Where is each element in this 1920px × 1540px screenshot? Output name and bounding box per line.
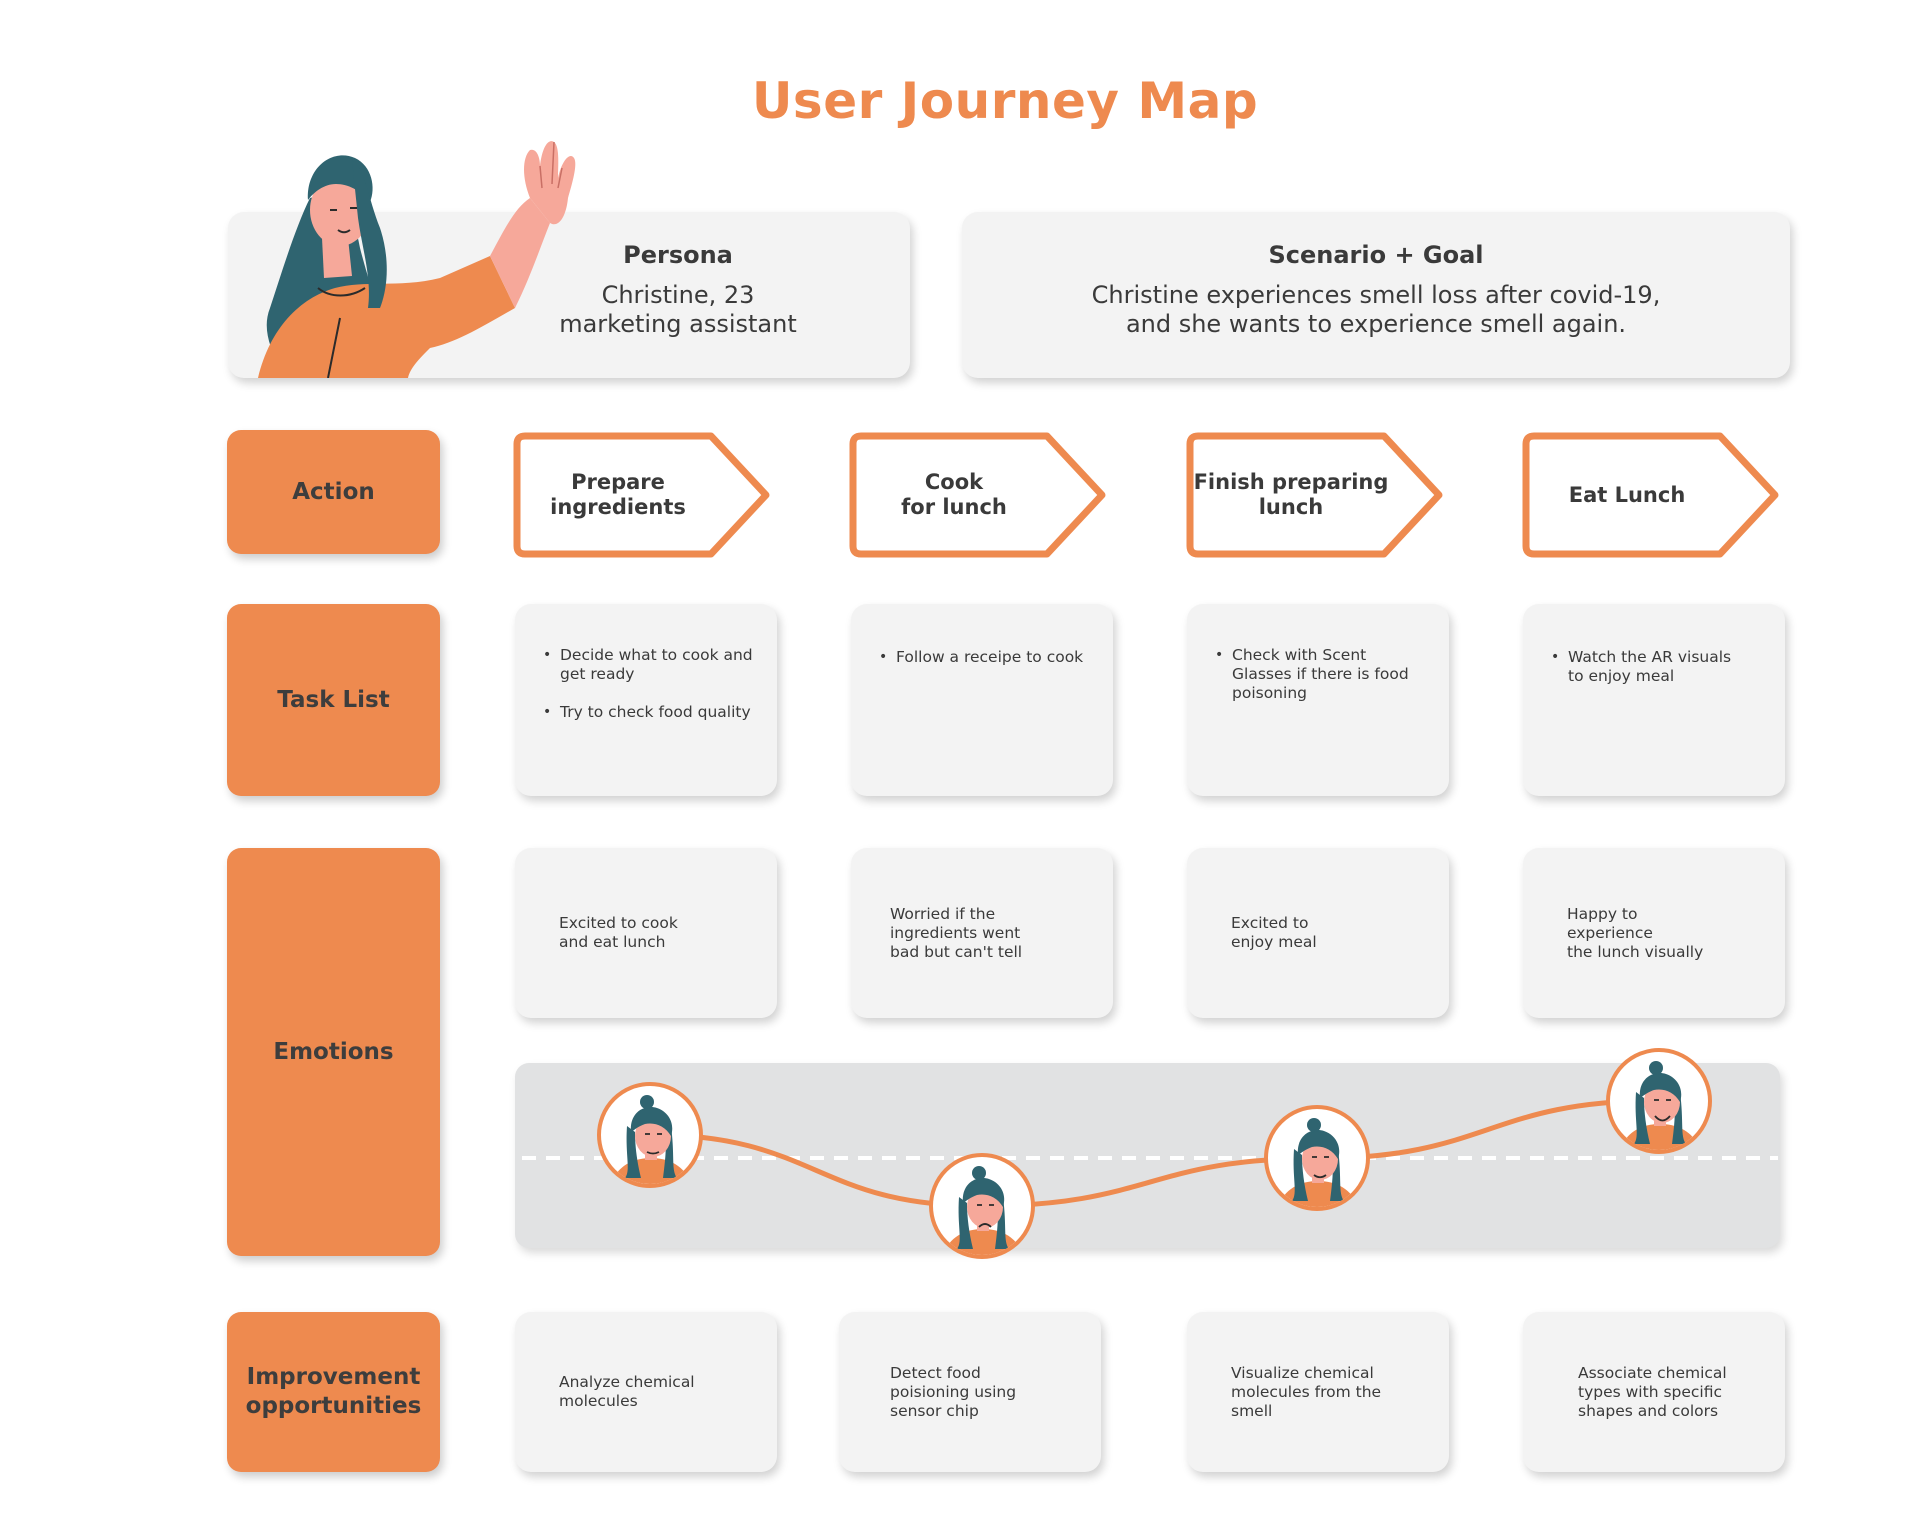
row-label-emotions: Emotions xyxy=(227,848,440,1256)
task-item: Decide what to cook and get ready xyxy=(543,646,763,684)
emotion-avatar-3 xyxy=(1264,1105,1370,1212)
persona-role: marketing assistant xyxy=(559,310,797,338)
task-item: Check with Scent Glasses if there is foo… xyxy=(1215,646,1415,703)
scenario-text-line2: and she wants to experience smell again. xyxy=(1125,310,1627,338)
emotion-text: Worried if the ingredients went bad but … xyxy=(890,904,1023,961)
action-step-label: Prepare ingredients xyxy=(550,470,686,519)
task-card-4: Watch the AR visuals to enjoy meal xyxy=(1523,604,1785,796)
emotion-text: Excited to cook and eat lunch xyxy=(559,914,678,951)
action-step-4: Eat Lunch xyxy=(1522,432,1784,558)
action-step-3: Finish preparing lunch xyxy=(1186,432,1448,558)
action-step-label: Cook for lunch xyxy=(901,470,1007,519)
row-label-improvement: Improvement opportunities xyxy=(227,1312,440,1472)
improvement-text: Associate chemical types with specific s… xyxy=(1578,1363,1727,1420)
task-item: Watch the AR visuals to enjoy meal xyxy=(1551,648,1751,686)
action-step-label: Finish preparing lunch xyxy=(1193,470,1389,519)
persona-name: Christine, 23 xyxy=(601,281,755,309)
emotion-text: Excited to enjoy meal xyxy=(1231,914,1317,951)
task-list: Decide what to cook and get ready Try to… xyxy=(543,646,763,741)
emotion-card-4: Happy to experience the lunch visually xyxy=(1523,848,1785,1018)
emotion-card-2: Worried if the ingredients went bad but … xyxy=(851,848,1113,1018)
improvement-card-4: Associate chemical types with specific s… xyxy=(1523,1312,1785,1472)
emotion-avatar-2 xyxy=(929,1153,1035,1259)
action-step-2: Cook for lunch xyxy=(849,432,1111,558)
action-step-1: Prepare ingredients xyxy=(513,432,775,558)
row-label-action: Action xyxy=(227,430,440,554)
emotion-avatar-4 xyxy=(1606,1047,1712,1154)
emotion-card-3: Excited to enjoy meal xyxy=(1187,848,1449,1018)
task-card-1: Decide what to cook and get ready Try to… xyxy=(515,604,777,796)
task-item: Try to check food quality xyxy=(543,703,763,722)
emotion-text: Happy to experience the lunch visually xyxy=(1567,904,1704,961)
row-label-task-list: Task List xyxy=(227,604,440,796)
scenario-text-line1: Christine experiences smell loss after c… xyxy=(1091,281,1661,309)
action-step-label: Eat Lunch xyxy=(1568,482,1686,507)
persona-illustration xyxy=(258,141,576,378)
scenario-card: Scenario + Goal Christine experiences sm… xyxy=(962,212,1790,378)
improvement-text: Analyze chemical molecules xyxy=(559,1373,695,1410)
scenario-title: Scenario + Goal xyxy=(1268,241,1484,269)
task-list: Watch the AR visuals to enjoy meal xyxy=(1551,648,1751,705)
emotion-card-1: Excited to cook and eat lunch xyxy=(515,848,777,1018)
task-card-2: Follow a receipe to cook xyxy=(851,604,1113,796)
improvement-card-3: Visualize chemical molecules from the sm… xyxy=(1187,1312,1449,1472)
task-list: Check with Scent Glasses if there is foo… xyxy=(1215,646,1415,722)
improvement-card-1: Analyze chemical molecules xyxy=(515,1312,777,1472)
task-card-3: Check with Scent Glasses if there is foo… xyxy=(1187,604,1449,796)
improvement-card-2: Detect food poisioning using sensor chip xyxy=(839,1312,1101,1472)
page-title: User Journey Map xyxy=(751,72,1259,130)
improvement-text: Detect food poisioning using sensor chip xyxy=(890,1363,1017,1420)
task-list: Follow a receipe to cook xyxy=(879,648,1099,686)
persona-title: Persona xyxy=(623,241,733,269)
improvement-text: Visualize chemical molecules from the sm… xyxy=(1231,1363,1382,1420)
task-item: Follow a receipe to cook xyxy=(879,648,1099,667)
emotion-avatar-1 xyxy=(597,1081,703,1188)
emotion-curve-band xyxy=(515,1063,1780,1248)
